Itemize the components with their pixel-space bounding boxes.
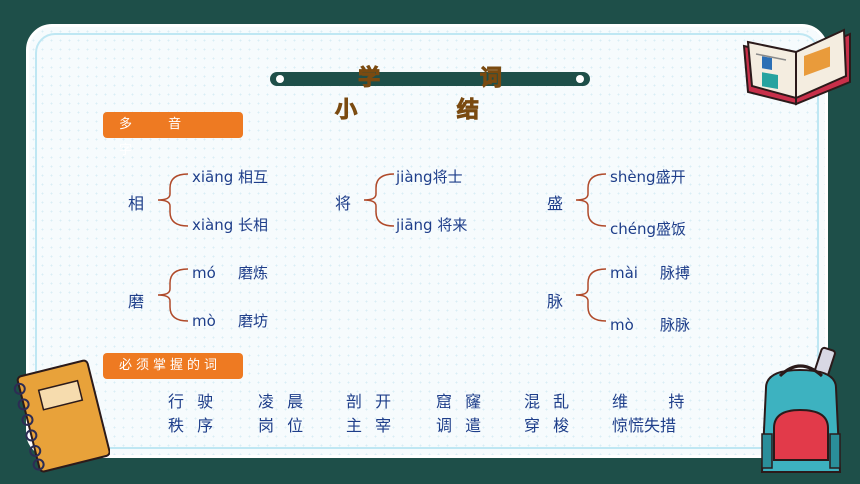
polyphonic-section-label: 多 音 字 [103, 112, 243, 158]
title-bar-dot-right [576, 75, 584, 83]
words-section-label: 必须掌握的词 [103, 353, 243, 379]
word-item: 岗 位 [258, 416, 308, 435]
brace-icon [568, 170, 608, 234]
word-item: 剖 开 [346, 392, 396, 411]
word-item: 调 遣 [436, 416, 486, 435]
pinyin: chéng [610, 220, 657, 238]
word-item: 穿 梭 [524, 416, 574, 435]
pinyin: jiāng [396, 216, 433, 234]
poly-char-sheng: 盛 [547, 194, 564, 213]
word: 将士 [432, 168, 463, 186]
word-item: 惊慌失措 [612, 416, 677, 435]
poly-reading: mài 脉搏 [610, 262, 690, 283]
word: 脉脉 [660, 316, 691, 334]
slide-board [26, 24, 828, 458]
poly-reading: shèng盛开 [610, 166, 686, 187]
word-item: 维 持 [612, 392, 689, 411]
pinyin: mò [192, 312, 216, 330]
poly-reading: mò 脉脉 [610, 314, 690, 335]
poly-char-mo: 磨 [128, 292, 145, 311]
word: 长相 [238, 216, 269, 234]
title-bar [270, 72, 590, 86]
word-item: 主 宰 [346, 416, 396, 435]
brace-icon [150, 265, 190, 329]
poly-reading: jiāng 将来 [396, 214, 467, 235]
poly-reading: mó 磨炼 [192, 262, 268, 283]
pinyin: shèng [610, 168, 656, 186]
notebook-icon [10, 358, 111, 480]
pinyin: jiàng [396, 168, 433, 186]
word: 脉搏 [660, 264, 691, 282]
poly-char-jiang: 将 [335, 194, 352, 213]
word-item: 窟 窿 [436, 392, 486, 411]
poly-char-mai: 脉 [547, 292, 564, 311]
poly-char-xiang: 相 [128, 194, 145, 213]
word-item: 行 驶 [168, 392, 218, 411]
word-item: 秩 序 [168, 416, 218, 435]
word: 盛饭 [656, 220, 687, 238]
poly-reading: mò 磨坊 [192, 310, 268, 331]
brace-icon [568, 265, 608, 329]
pinyin: mò [610, 316, 634, 334]
word-item: 混 乱 [524, 392, 574, 411]
poly-reading: chéng盛饭 [610, 218, 686, 239]
word-item: 凌 晨 [258, 392, 308, 411]
poly-reading: xiāng 相互 [192, 166, 268, 187]
poly-reading: xiàng 长相 [192, 214, 268, 235]
word: 相互 [238, 168, 269, 186]
pinyin: xiāng [192, 168, 234, 186]
board-inner-border [35, 33, 819, 449]
title-bar-dot-left [276, 75, 284, 83]
word: 磨炼 [238, 264, 269, 282]
poly-reading: jiàng将士 [396, 166, 463, 187]
page-title: 学 词 小 结 [335, 66, 548, 124]
pinyin: xiàng [192, 216, 234, 234]
word: 磨坊 [238, 312, 269, 330]
open-book-icon [738, 12, 856, 112]
pinyin: mó [192, 264, 216, 282]
brace-icon [356, 170, 396, 234]
word: 盛开 [655, 168, 686, 186]
pinyin: mài [610, 264, 638, 282]
brace-icon [150, 170, 190, 234]
backpack-icon [752, 344, 852, 484]
word: 将来 [437, 216, 468, 234]
